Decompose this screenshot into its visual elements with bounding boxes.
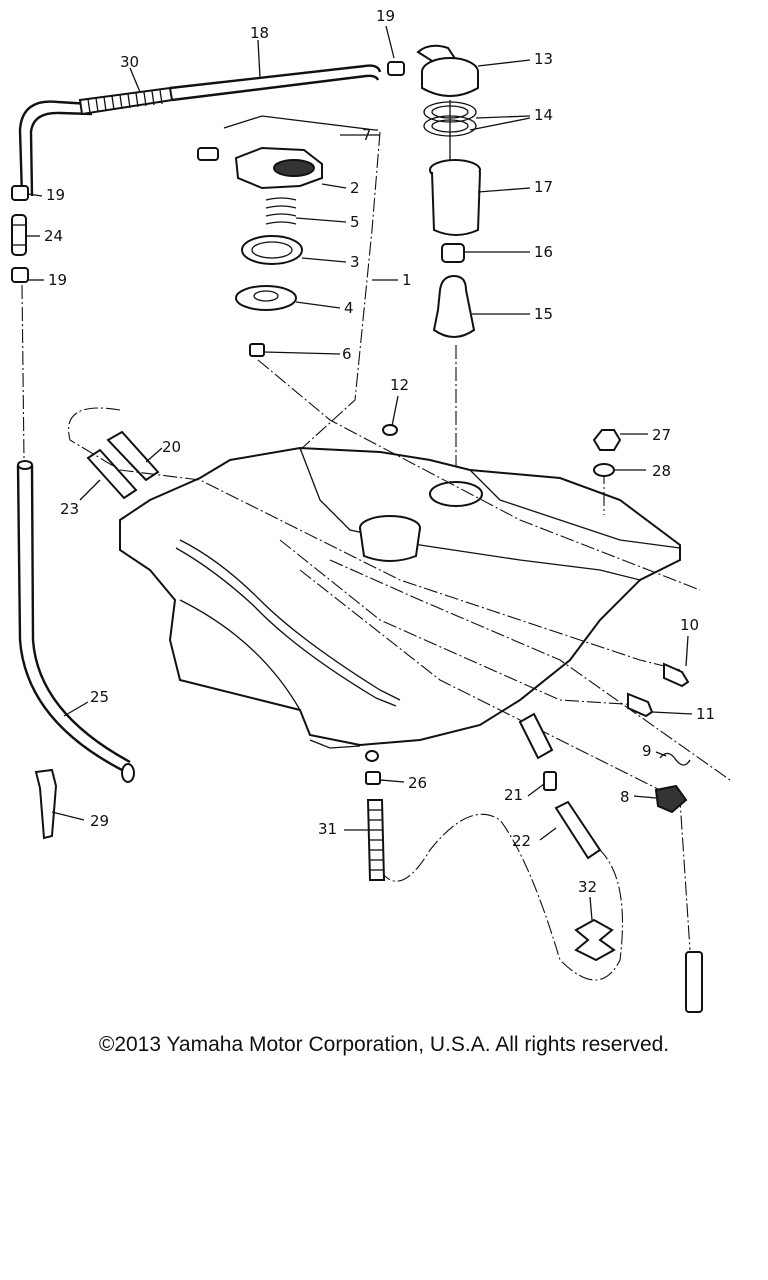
callout-32: 32 — [578, 878, 597, 896]
right-small-parts — [382, 424, 691, 814]
callout-1: 1 — [402, 271, 412, 289]
leader-lines — [26, 25, 693, 921]
callout-26: 26 — [408, 774, 427, 792]
guide-lines — [68, 131, 731, 981]
callout-31: 31 — [318, 820, 337, 838]
callout-29: 29 — [90, 812, 109, 830]
callout-9: 9 — [642, 742, 652, 760]
callout-labels: 1 2 3 4 5 6 7 8 9 10 11 12 13 14 15 16 1… — [44, 7, 715, 896]
callout-19a: 19 — [376, 7, 395, 25]
hose-25 — [16, 284, 135, 783]
callout-5: 5 — [350, 213, 360, 231]
callout-8: 8 — [620, 788, 630, 806]
callout-30: 30 — [120, 53, 139, 71]
callout-13: 13 — [534, 50, 553, 68]
callout-18: 18 — [250, 24, 269, 42]
vent-hose-18-30 — [18, 64, 382, 197]
callout-10: 10 — [680, 616, 699, 634]
left-clips-fittings — [11, 61, 405, 283]
callout-27: 27 — [652, 426, 671, 444]
callout-22: 22 — [512, 832, 531, 850]
lower-hoses — [365, 712, 703, 1013]
callout-15: 15 — [534, 305, 553, 323]
callout-3: 3 — [350, 253, 360, 271]
callout-25: 25 — [90, 688, 109, 706]
callout-19b: 19 — [46, 186, 65, 204]
callout-14: 14 — [534, 106, 553, 124]
callout-28: 28 — [652, 462, 671, 480]
callout-17: 17 — [534, 178, 553, 196]
callout-16: 16 — [534, 243, 553, 261]
callout-24: 24 — [44, 227, 63, 245]
callout-2: 2 — [350, 179, 360, 197]
callout-21: 21 — [504, 786, 523, 804]
callout-19c: 19 — [48, 271, 67, 289]
copyright-notice: ©2013 Yamaha Motor Corporation, U.S.A. A… — [98, 1033, 670, 1056]
strap-29 — [34, 768, 58, 840]
hoses-20-23 — [86, 430, 160, 500]
filler-cap-assembly — [197, 115, 378, 357]
callout-7: 7 — [362, 126, 372, 144]
fuel-tank-1 — [119, 446, 681, 749]
callout-4: 4 — [344, 299, 354, 317]
callout-12: 12 — [390, 376, 409, 394]
fuel-pump-assembly — [416, 44, 481, 470]
fuel-tank-exploded-diagram: 1 2 3 4 5 6 7 8 9 10 11 12 13 14 15 16 1… — [11, 7, 731, 1013]
callout-6: 6 — [342, 345, 352, 363]
callout-11: 11 — [696, 705, 715, 723]
callout-20: 20 — [162, 438, 181, 456]
callout-23: 23 — [60, 500, 79, 518]
